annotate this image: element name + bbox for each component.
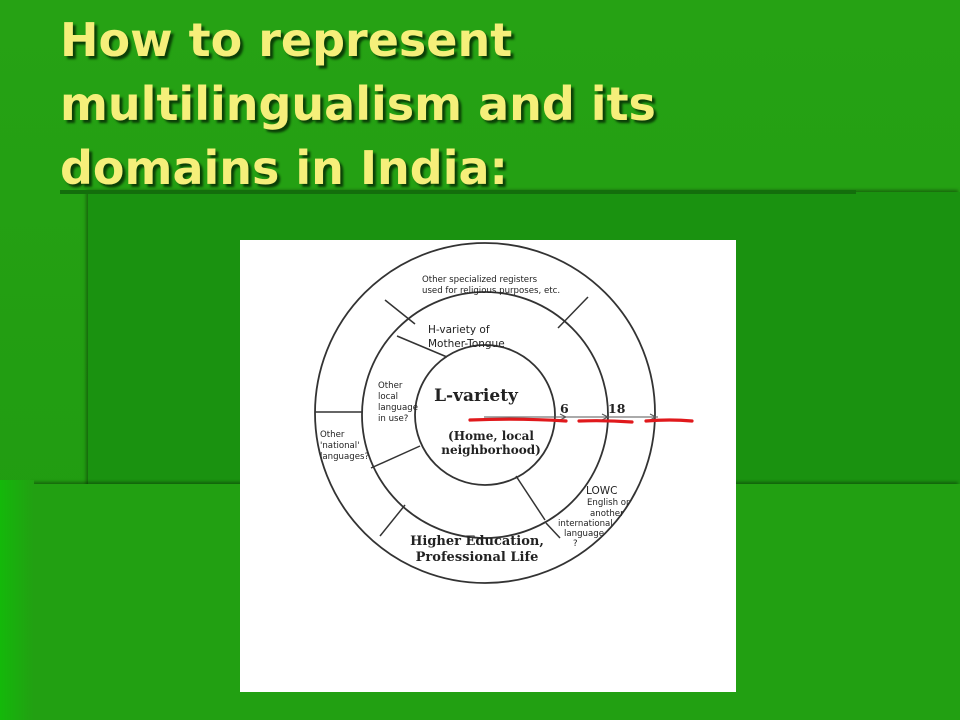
slide-title-line-2: multilingualism and its — [60, 77, 656, 131]
inner-ring — [414, 344, 556, 486]
center-subtitle-1: (Home, local — [448, 429, 534, 443]
national-label-2: 'national' — [320, 441, 360, 451]
divider-middle-3 — [515, 475, 546, 521]
local-language-label-2: local — [378, 392, 398, 402]
divider-outer-4 — [379, 504, 406, 537]
lowc-label-3: another — [590, 509, 624, 519]
slide-title-line-3: domains in India: — [60, 141, 508, 195]
diagram-image: L-variety (Home, local neighborhood) 6 1… — [240, 240, 736, 692]
lowc-label-4: international — [558, 519, 613, 529]
lowc-label-2: English or — [587, 498, 630, 508]
title-underline — [60, 190, 856, 194]
concentric-domains-diagram: L-variety (Home, local neighborhood) 6 1… — [314, 242, 694, 584]
higher-education-label-2: Professional Life — [416, 550, 539, 565]
hvariety-label-1: H-variety of — [428, 324, 490, 336]
national-label-1: Other — [320, 430, 345, 440]
divider-middle-1 — [396, 335, 448, 358]
outer-ring — [314, 242, 656, 584]
divider-outer-2 — [557, 296, 589, 329]
middle-ring — [361, 291, 609, 539]
divider-outer-5 — [545, 522, 561, 539]
age-mark-18: 18 — [608, 401, 626, 416]
red-annotation-1 — [468, 417, 568, 423]
hvariety-label-2: Mother-Tongue — [428, 338, 505, 350]
slide-title: How to represent multilingualism and its… — [60, 8, 920, 200]
center-title: L-variety — [434, 386, 519, 406]
local-language-label-4: in use? — [378, 414, 408, 424]
arrow-head-18 — [601, 413, 610, 421]
lowc-label-5: language — [564, 529, 604, 539]
divider-middle-2 — [370, 445, 421, 469]
divider-outer-1 — [384, 299, 416, 325]
national-label-3: languages? — [320, 452, 369, 462]
local-language-label-1: Other — [378, 381, 403, 391]
arrow-head-6 — [559, 413, 568, 421]
red-annotation-3 — [644, 418, 694, 423]
red-annotation-2 — [577, 419, 634, 424]
center-subtitle-2: neighborhood) — [441, 443, 541, 457]
lowc-label-6: ? — [573, 539, 578, 549]
lowc-label-1: LOWC — [586, 485, 617, 497]
higher-education-label-1: Higher Education, — [410, 534, 544, 549]
age-mark-6: 6 — [560, 401, 569, 416]
religious-label-2: used for religious purposes, etc. — [422, 286, 560, 296]
slide-title-line-1: How to represent — [60, 13, 513, 67]
local-language-label-3: language — [378, 403, 418, 413]
religious-label-1: Other specialized registers — [422, 275, 538, 285]
background-panel-edge — [0, 480, 34, 720]
